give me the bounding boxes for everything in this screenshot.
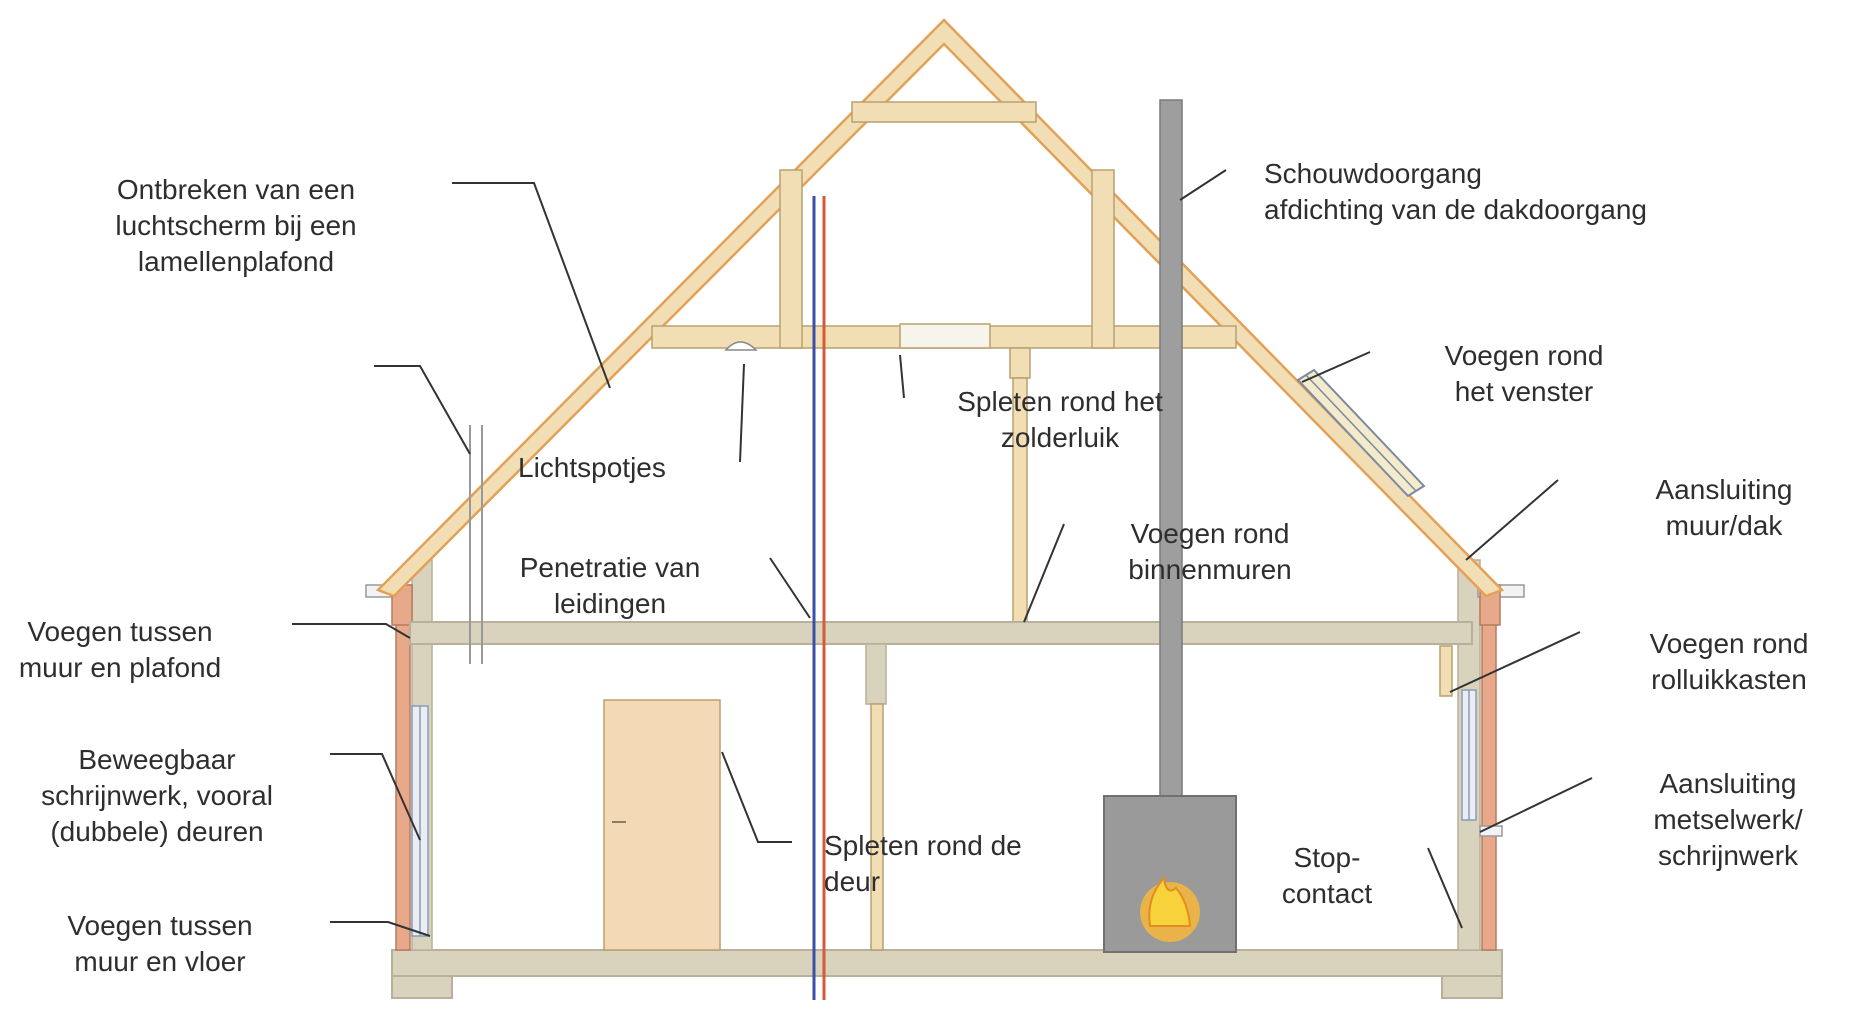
stove — [1103, 795, 1237, 953]
lower-partition-wall — [870, 703, 884, 951]
label-venster: Voegen rond het venster — [1414, 338, 1634, 410]
label-line: afdichting van de dakdoorgang — [1264, 194, 1647, 225]
label-zolderluik: Spleten rond het zolderluik — [940, 384, 1180, 456]
label-line: Beweegbaar — [78, 744, 236, 775]
label-penetratie-leidingen: Penetratie van leidingen — [490, 550, 730, 622]
label-line: leidingen — [553, 588, 667, 619]
label-line: zolderluik — [1000, 422, 1120, 453]
label-line: contact — [1281, 878, 1373, 909]
label-spleten-deur: Spleten rond de deur — [824, 828, 1022, 900]
label-metselwerk-schrijnwerk: Aansluiting metselwerk/ schrijnwerk — [1620, 766, 1836, 874]
label-line: muur en vloer — [74, 946, 246, 977]
right-wall — [1439, 559, 1525, 951]
utility-pipes — [812, 196, 826, 1000]
label-line: Stop- — [1293, 842, 1361, 873]
label-line: Voegen tussen — [27, 616, 213, 647]
label-schrijnwerk: Beweegbaar schrijnwerk, vooral (dubbele)… — [22, 742, 292, 850]
label-line: lamellenplafond — [137, 246, 335, 277]
label-line: metselwerk/ — [1653, 804, 1803, 835]
label-aansluiting-muur-dak: Aansluiting muur/dak — [1616, 472, 1832, 544]
label-line: Voegen rond — [1649, 628, 1809, 659]
leader-lines — [292, 169, 1593, 937]
first-floor-slab — [409, 621, 1473, 645]
label-schouwdoorgang: Schouwdoorgang afdichting van de dakdoor… — [1264, 156, 1647, 228]
label-line: Aansluiting — [1659, 768, 1797, 799]
label-line: muur/dak — [1665, 510, 1783, 541]
label-muur-vloer: Voegen tussen muur en vloer — [40, 908, 280, 980]
label-binnenmuren: Voegen rond binnenmuren — [1100, 516, 1320, 588]
foundation — [391, 949, 1503, 999]
door — [603, 699, 721, 951]
label-line: Voegen rond — [1444, 340, 1604, 371]
label-line: Aansluiting — [1655, 474, 1793, 505]
label-line: Voegen tussen — [67, 910, 253, 941]
label-line: (dubbele) deuren — [50, 816, 264, 847]
label-line: Ontbreken van een — [116, 174, 356, 205]
label-lichtspotjes: Lichtspotjes — [518, 450, 666, 486]
label-line: het venster — [1454, 376, 1594, 407]
label-muur-plafond: Voegen tussen muur en plafond — [0, 614, 240, 686]
attic-post — [1009, 347, 1031, 379]
label-line: Lichtspotjes — [518, 452, 666, 483]
label-line: Spleten rond het — [957, 386, 1163, 417]
label-line: schrijnwerk — [1657, 840, 1799, 871]
label-line: schrijnwerk, vooral — [41, 780, 273, 811]
label-line: muur en plafond — [18, 652, 222, 683]
label-line: Voegen rond — [1130, 518, 1290, 549]
label-line: Spleten rond de — [824, 830, 1022, 861]
label-line: binnenmuren — [1128, 554, 1292, 585]
label-line: luchtscherm bij een — [115, 210, 357, 241]
label-line: Schouwdoorgang — [1264, 158, 1482, 189]
label-line: rolluikkasten — [1651, 664, 1807, 695]
label-stopcontact: Stop- contact — [1262, 840, 1392, 912]
vent-pipe — [469, 425, 483, 664]
label-rolluikkasten: Voegen rond rolluikkasten — [1612, 626, 1846, 698]
light-spot — [724, 341, 758, 351]
roof — [375, 18, 1505, 598]
label-line: Penetratie van — [519, 552, 701, 583]
lower-partition-head — [865, 643, 887, 705]
label-lamellenplafond: Ontbreken van een luchtscherm bij een la… — [92, 172, 380, 280]
label-line: deur — [824, 866, 881, 897]
